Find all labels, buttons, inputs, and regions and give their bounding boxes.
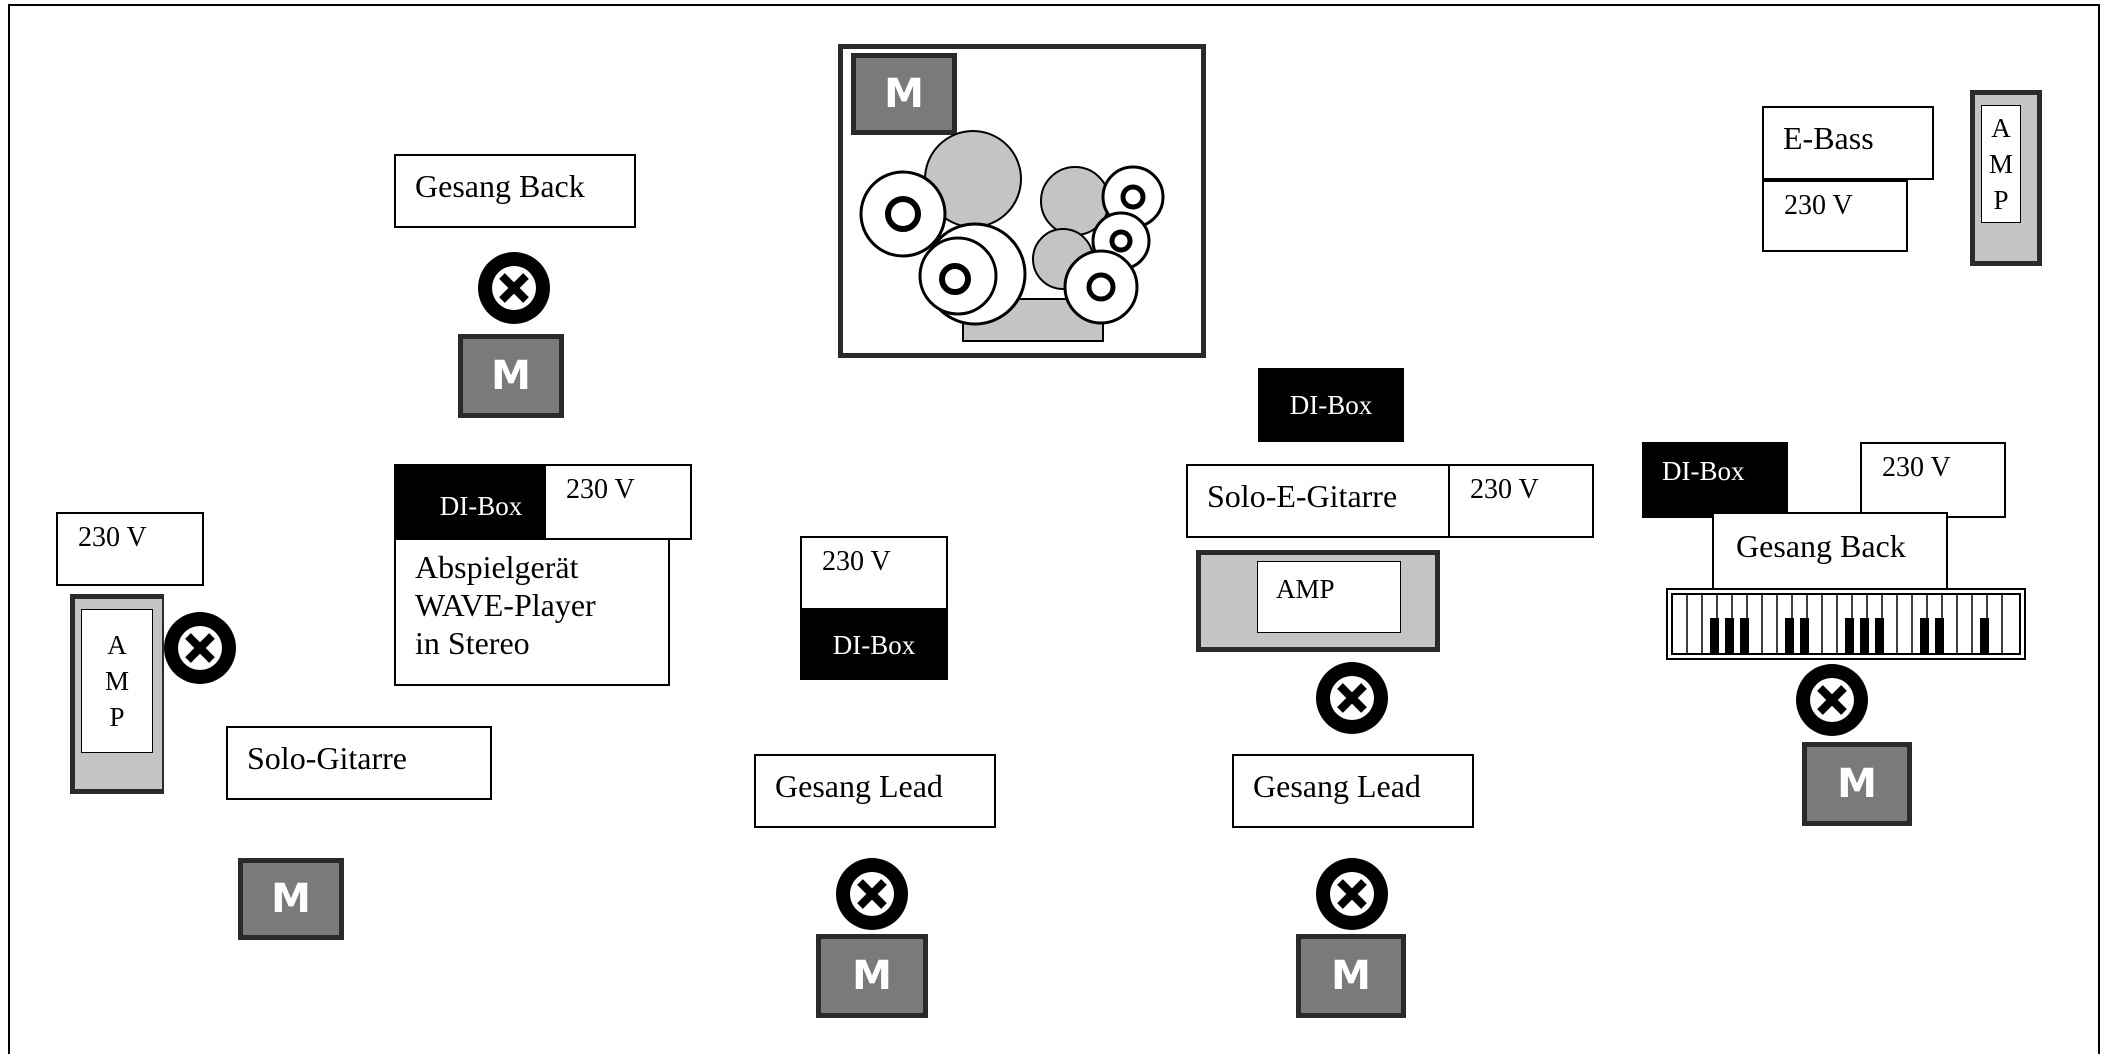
solo-e-gitarre-dibox: DI-Box [1258,368,1404,442]
keyboard-icon [1666,588,2026,660]
solo-gitarre-power: 230 V [56,512,204,586]
gesang-back-left-mic: M [458,334,564,418]
monitor-wedge-icon [164,612,236,684]
playback-power: 230 V [544,464,692,540]
gesang-back-left-label: Gesang Back [394,154,636,228]
gesang-lead-right-label: Gesang Lead [1232,754,1474,828]
e-bass-power: 230 V [1762,180,1908,252]
solo-gitarre-mic: M [238,858,344,940]
monitor-wedge-icon [1796,664,1868,736]
drum-mic: M [851,53,957,135]
gesang-lead-center-mic: M [816,934,928,1018]
playback-dibox: DI-Box [394,464,544,540]
monitor-wedge-icon [1316,858,1388,930]
playback-line-2: WAVE-Player [415,587,596,623]
gesang-lead-center-dibox: DI-Box [800,610,948,680]
gesang-lead-center-label: Gesang Lead [754,754,996,828]
drum-kit-icon [859,130,1165,342]
solo-e-gitarre-amp: AMP [1196,550,1440,652]
drum-kit: M [838,44,1206,358]
solo-e-gitarre-amp-label: AMP [1257,561,1401,633]
gesang-lead-right-mic: M [1296,934,1406,1018]
playback-device: Abspielgerät WAVE-Player in Stereo [394,538,670,686]
keyboard-gesang-back-label: Gesang Back [1712,512,1948,592]
monitor-wedge-icon [1316,662,1388,734]
playback-line-1: Abspielgerät [415,549,579,585]
monitor-wedge-icon [478,252,550,324]
keyboard-power: 230 V [1860,442,2006,518]
e-bass-label: E-Bass [1762,106,1934,180]
solo-e-gitarre-label: Solo-E-Gitarre [1186,464,1450,538]
solo-gitarre-label: Solo-Gitarre [226,726,492,800]
keyboard-mic: M [1802,742,1912,826]
keyboard-dibox: DI-Box [1642,442,1788,518]
playback-line-3: in Stereo [415,625,530,661]
solo-e-gitarre-power: 230 V [1448,464,1594,538]
gesang-lead-center-power: 230 V [800,536,948,610]
monitor-wedge-icon [836,858,908,930]
